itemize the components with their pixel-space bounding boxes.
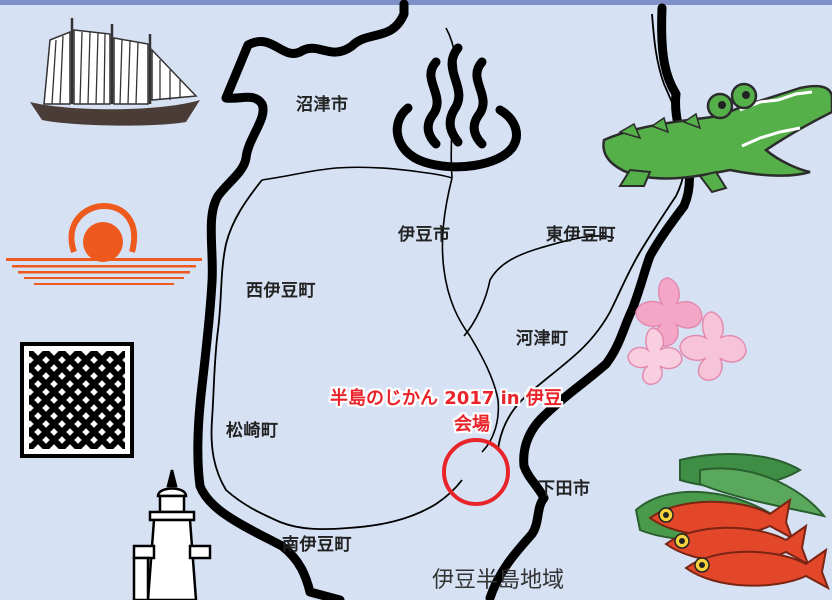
sailing-ship-icon (30, 18, 200, 126)
crocodile-icon (602, 82, 832, 194)
kinmedai-fish-icon (634, 453, 830, 591)
venue-label: 会場 (454, 414, 490, 435)
cherry-blossom-icon (627, 277, 747, 385)
area-label-matsuzaki: 松崎町 (226, 421, 279, 441)
west-coast-thin (210, 179, 463, 531)
peninsula-outline (193, 0, 694, 600)
lighthouse-icon (132, 469, 212, 600)
area-label-higashiizu: 東伊豆町 (546, 225, 616, 245)
area-label-izu: 伊豆市 (398, 225, 451, 245)
top-bar (0, 0, 832, 5)
area-label-numazu: 沼津市 (296, 95, 349, 115)
area-label-nishiizu: 西伊豆町 (246, 281, 316, 301)
sunrise-icon (6, 202, 202, 285)
venue-circle (442, 438, 510, 506)
area-label-minamiizu: 南伊豆町 (282, 535, 352, 555)
venue-title: 半島のじかん 2017 in 伊豆 (330, 388, 562, 409)
area-label-kawazu: 河津町 (516, 329, 569, 349)
hot-spring-icon (392, 43, 521, 172)
region-title: 伊豆半島地域 (432, 568, 565, 593)
east-coast-thin (497, 13, 687, 451)
area-label-shimoda: 下田市 (538, 479, 591, 499)
namako-wall-icon (20, 342, 134, 458)
